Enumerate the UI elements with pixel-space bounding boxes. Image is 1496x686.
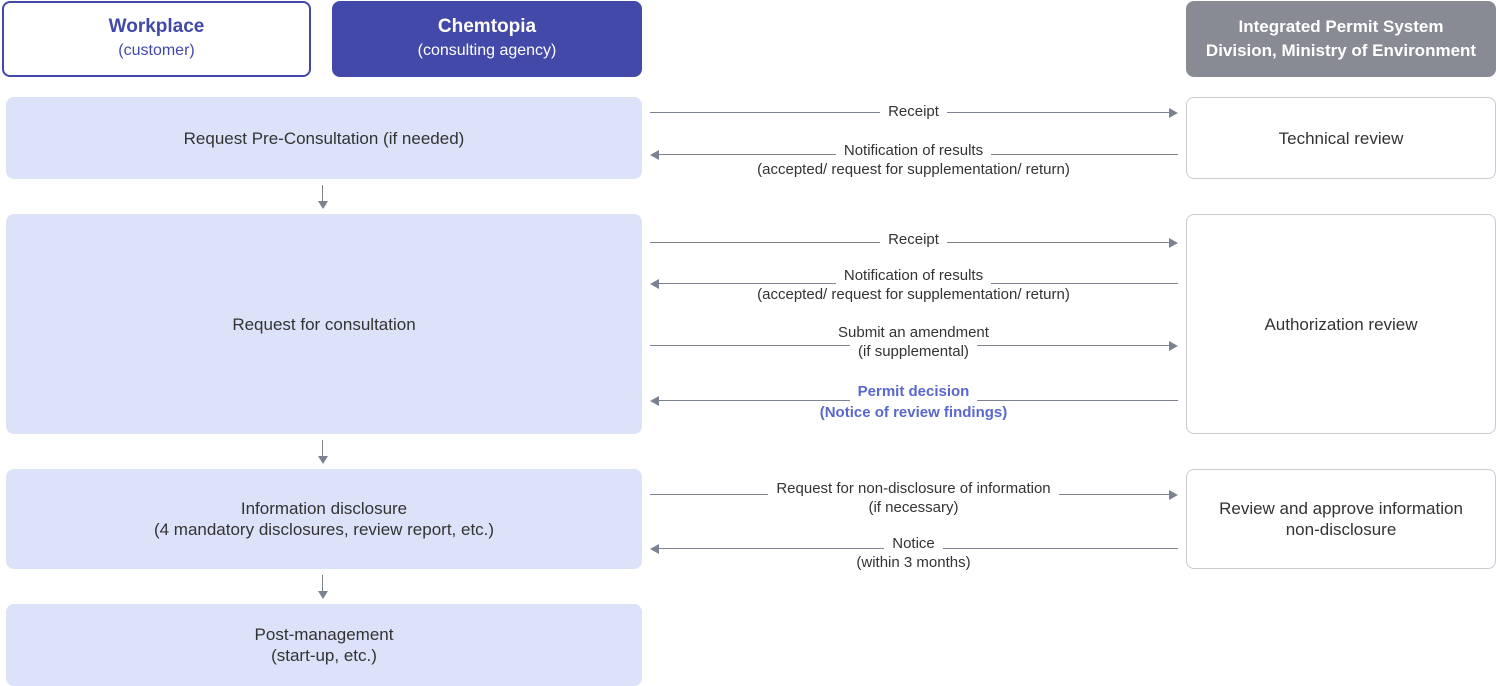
review-authorization-label: Authorization review: [1264, 314, 1418, 334]
review-technical-label: Technical review: [1278, 128, 1404, 148]
workplace-header: Workplace (customer): [2, 1, 311, 77]
chemtopia-subtitle: (consulting agency): [417, 42, 557, 59]
flow-notify-2-line2: (accepted/ request for supplementation/ …: [749, 285, 1078, 304]
flow-amendment: Submit an amendment (if supplemental): [650, 323, 1177, 361]
flow-permit-arrowhead: [650, 396, 659, 406]
flow-notice-line2: (within 3 months): [848, 553, 979, 572]
flow-receipt-1-arrowhead: [1169, 108, 1178, 118]
down-arrow-3-head: [318, 591, 328, 599]
step-disclosure-line2: (4 mandatory disclosures, review report,…: [153, 520, 495, 539]
step-consultation: Request for consultation: [6, 214, 642, 434]
step-disclosure-line1: Information disclosure: [240, 499, 408, 518]
flow-receipt-2-arrowhead: [1169, 238, 1178, 248]
down-arrow-2: [322, 440, 323, 457]
chemtopia-title: Chemtopia: [437, 16, 537, 37]
review-technical: Technical review: [1186, 97, 1496, 179]
flow-receipt-2: Receipt: [650, 230, 1177, 249]
flow-permit-line2: (Notice of review findings): [811, 402, 1016, 423]
flow-amendment-arrowhead: [1169, 341, 1178, 351]
step-pre-consultation: Request Pre-Consultation (if needed): [6, 97, 642, 179]
flow-receipt-1-label: Receipt: [880, 102, 947, 121]
flow-notify-2-arrowhead: [650, 279, 659, 289]
ministry-title-line1: Integrated Permit System: [1238, 17, 1444, 36]
flow-nondisclosure-line1: Request for non-disclosure of informatio…: [768, 479, 1059, 498]
step-post-management: Post-management (start-up, etc.): [6, 604, 642, 686]
flow-notice: Notice (within 3 months): [650, 534, 1177, 572]
workplace-subtitle: (customer): [118, 42, 195, 59]
review-authorization: Authorization review: [1186, 214, 1496, 434]
review-nondisclosure-line1: Review and approve information: [1219, 499, 1463, 518]
flow-nondisclosure-arrowhead: [1169, 490, 1178, 500]
flow-permit: Permit decision (Notice of review findin…: [650, 381, 1177, 423]
step-consultation-label: Request for consultation: [232, 314, 416, 334]
review-nondisclosure: Review and approve information non-discl…: [1186, 469, 1496, 569]
flow-nondisclosure: Request for non-disclosure of informatio…: [650, 479, 1177, 517]
flow-notify-1-line2: (accepted/ request for supplementation/ …: [749, 160, 1078, 179]
step-disclosure: Information disclosure (4 mandatory disc…: [6, 469, 642, 569]
flow-notify-1: Notification of results (accepted/ reque…: [650, 141, 1177, 179]
flow-permit-line1: Permit decision: [849, 381, 978, 402]
down-arrow-3: [322, 575, 323, 592]
flow-notify-2: Notification of results (accepted/ reque…: [650, 266, 1177, 304]
ministry-header: Integrated Permit System Division, Minis…: [1186, 1, 1496, 77]
down-arrow-2-head: [318, 456, 328, 464]
flow-notify-1-arrowhead: [650, 150, 659, 160]
flow-amendment-line2: (if supplemental): [850, 342, 977, 361]
down-arrow-1: [322, 185, 323, 202]
step-pre-consultation-label: Request Pre-Consultation (if needed): [183, 128, 465, 148]
step-post-management-line2: (start-up, etc.): [271, 646, 377, 665]
flow-notify-1-line1: Notification of results: [835, 141, 992, 160]
step-post-management-line1: Post-management: [254, 625, 394, 644]
down-arrow-1-head: [318, 201, 328, 209]
flow-receipt-2-label: Receipt: [880, 230, 947, 249]
chemtopia-header: Chemtopia (consulting agency): [332, 1, 642, 77]
workplace-title: Workplace: [108, 16, 205, 37]
flow-notify-2-line1: Notification of results: [835, 266, 992, 285]
flow-notice-arrowhead: [650, 544, 659, 554]
ministry-title-line2: Division, Ministry of Environment: [1205, 41, 1477, 60]
flow-amendment-line1: Submit an amendment: [830, 323, 997, 342]
flow-notice-line1: Notice: [884, 534, 943, 553]
flow-receipt-1: Receipt: [650, 102, 1177, 121]
review-nondisclosure-line2: non-disclosure: [1285, 520, 1397, 539]
flow-nondisclosure-line2: (if necessary): [860, 498, 967, 517]
